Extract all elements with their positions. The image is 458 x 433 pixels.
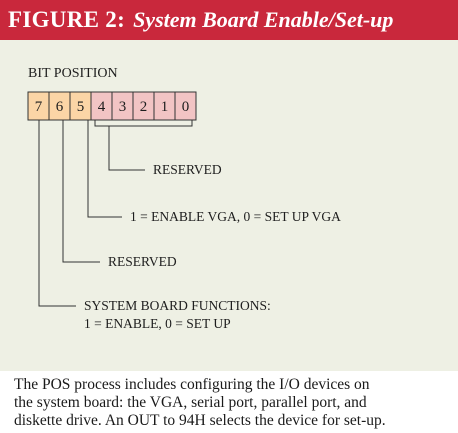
bit-cells — [27, 91, 197, 121]
annotation-system-board-values: 1 = ENABLE, 0 = SET UP — [84, 316, 231, 331]
bit-number-1: 1 — [161, 99, 169, 115]
figure-caption: The POS process includes configuring the… — [14, 376, 454, 430]
caption-line: the system board: the VGA, serial port, … — [14, 394, 367, 411]
bit-number-6: 6 — [56, 99, 64, 115]
figure-label: FIGURE 2: — [8, 7, 126, 32]
bit-position-heading: BIT POSITION — [28, 66, 118, 81]
bit-number-7: 7 — [35, 99, 43, 115]
bit-number-3: 3 — [119, 99, 127, 115]
annotation-reserved-bit6: RESERVED — [108, 254, 177, 269]
bit-number-5: 5 — [77, 99, 85, 115]
bit-position-diagram: BIT POSITION 7 6 5 4 3 2 1 0 — [27, 66, 341, 331]
bit-number-4: 4 — [98, 99, 106, 115]
leader-bits-4-0 — [108, 126, 145, 171]
annotation-system-board: SYSTEM BOARD FUNCTIONS: — [84, 298, 271, 313]
leader-bit-6 — [62, 120, 100, 263]
caption-line: diskette drive. An OUT to 94H selects th… — [14, 412, 386, 429]
leader-bit-5 — [87, 120, 122, 218]
bit-number-2: 2 — [140, 99, 148, 115]
annotation-reserved-low: RESERVED — [153, 162, 222, 177]
figure-title-bar: FIGURE 2: System Board Enable/Set-up — [0, 0, 458, 40]
figure-title: System Board Enable/Set-up — [133, 7, 394, 32]
bit-cell-0 — [174, 91, 197, 121]
leader-bit-7 — [38, 120, 76, 307]
annotation-vga: 1 = ENABLE VGA, 0 = SET UP VGA — [130, 209, 341, 224]
diagram-panel: BIT POSITION 7 6 5 4 3 2 1 0 — [0, 40, 458, 371]
reserved-bracket — [94, 120, 193, 127]
caption-line: The POS process includes configuring the… — [14, 376, 370, 393]
bit-number-0: 0 — [182, 99, 190, 115]
